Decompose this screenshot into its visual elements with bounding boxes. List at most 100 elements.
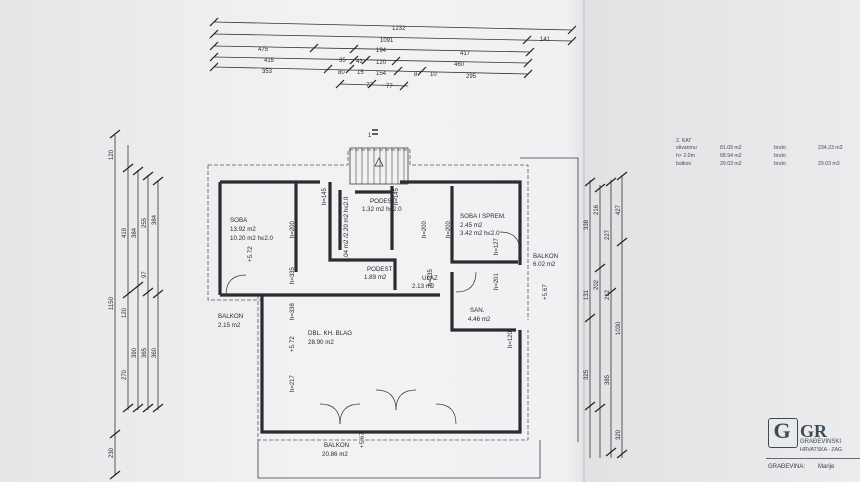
area-row-label: stivanmu	[676, 145, 697, 151]
logo-letter: G	[773, 418, 791, 443]
slab-outline	[207, 149, 579, 479]
dim-top-4b: 35	[339, 58, 346, 64]
dim-top-3b: 194	[376, 48, 387, 54]
room-podest1-name: PODEST	[370, 198, 396, 205]
room-balkon-right-area: 6.02 m2	[533, 261, 556, 268]
area-summary-table: 2. KAT stivanmu 81.09 m2 bruto 234.23 m3…	[676, 138, 846, 184]
right-dimension-lines	[584, 171, 628, 459]
height-1: h=200	[290, 220, 296, 238]
area-row-value2: 29.03 m3	[818, 161, 840, 167]
title-block-field-value: Marije	[818, 464, 835, 470]
room-soba-area1: 13.92 m2	[230, 226, 256, 233]
company-name: GR	[800, 421, 827, 441]
room-ulaz-name: ULAZ	[422, 275, 438, 282]
dim-top-4d: 120	[376, 60, 387, 66]
dim-left-c5-a: 384	[152, 214, 158, 225]
room-balkon-bottom-name: BALKON	[324, 442, 349, 449]
company-subtitle: GRAĐEVINSKI	[800, 439, 842, 445]
level-mark-3: +5.67	[542, 284, 549, 300]
staircase: 1	[349, 129, 409, 185]
company-address: HRVATSKA - ZAG	[800, 447, 843, 453]
section-marker: 1	[368, 133, 372, 139]
level-marks: +5.72 +5.72 +5.67 +5.67	[247, 246, 549, 448]
height-5: h=217	[290, 374, 296, 392]
dim-left-outer-a: 120	[109, 149, 115, 160]
level-mark-2: +5.72	[289, 336, 296, 352]
dim-left-c4-b: 97	[142, 271, 148, 278]
dim-left-outer-b: 1150	[109, 296, 115, 310]
dim-top-5c: 15	[357, 70, 364, 76]
dim-top-3a: 475	[258, 47, 269, 53]
height-11: h=120	[508, 330, 514, 348]
area-row-value: 68.94 m2	[720, 153, 742, 159]
area-table-row: h> 2.0m 68.94 m2 bruto	[676, 152, 846, 160]
dim-left-c5-b: 360	[152, 347, 158, 358]
dim-top-6a: 77	[366, 83, 373, 89]
dim-right-d3-a: 227	[605, 229, 611, 240]
room-podest2-name: PODEST	[367, 266, 393, 273]
height-2: h=145	[322, 187, 328, 205]
height-8: h=127	[494, 237, 500, 255]
dim-right-d1-c: 325	[584, 369, 590, 380]
height-labels: h=200 h=145 h=335 h=338 h=217 h=200 h=20…	[290, 187, 514, 392]
dim-top-5b: 80	[338, 70, 345, 76]
dim-left-c2-b: 120	[122, 307, 128, 318]
dim-right-d3-c: 385	[605, 374, 611, 385]
title-block-divider	[766, 458, 860, 459]
room-balkon-left-area: 2.15 m2	[218, 322, 241, 329]
room-podest2-area: 1.89 m2	[364, 274, 387, 281]
dim-right-d1-d: 216	[594, 204, 600, 215]
title-block-field-label: GRAĐEVINA:	[768, 464, 806, 470]
area-row-value2: 234.23 m3	[818, 145, 843, 151]
room-soba-name: SOBA	[230, 217, 248, 224]
height-10: h=201	[494, 272, 500, 290]
paper-fold	[583, 0, 585, 482]
dim-top-5f: 10	[430, 72, 437, 78]
dim-right-d3-b: 212	[605, 289, 611, 300]
door-arcs	[225, 231, 521, 425]
area-table-row: balkon 29.03 m2 bruto 29.03 m3	[676, 160, 846, 168]
area-row-label: h> 2.0m	[676, 153, 695, 159]
room-san-area: 4.46 m2	[468, 316, 491, 323]
company-logo: G GR GRAĐEVINSKI HRVATSKA - ZAG	[768, 418, 860, 464]
height-3: h=335	[290, 266, 296, 284]
dim-right-d2-c: 320	[616, 429, 622, 440]
dim-right-d2-b: 1030	[616, 321, 622, 335]
logo-frame	[768, 418, 798, 448]
room-dbl-area: 28.90 m2	[308, 339, 334, 346]
room-wc-area: 2.04 m2 /2.20 m2 h≤2.0	[343, 196, 350, 262]
room-balkon-bottom-area: 20.86 m2	[322, 451, 348, 458]
room-dbl-name: DBL. KH. BLAG	[308, 330, 352, 337]
dim-left-c4-c: 365	[142, 347, 148, 358]
dim-left-outer-c: 230	[109, 447, 115, 458]
height-12: h=145	[394, 187, 400, 205]
dim-top-1: 1232	[392, 26, 406, 32]
height-6: h=200	[422, 220, 428, 238]
area-row-value: 81.09 m2	[720, 145, 742, 151]
dim-left-c2-c: 270	[122, 369, 128, 380]
top-dimension-lines	[209, 17, 577, 91]
dim-left-c3-b: 390	[132, 347, 138, 358]
area-row-label2: bruto	[774, 161, 786, 167]
dim-top-5g: 295	[466, 74, 477, 80]
dim-top-2a: 1091	[380, 38, 394, 44]
room-soba2-name: SOBA I SPREM.	[460, 213, 506, 220]
dim-top-6b: 77	[386, 84, 393, 90]
dim-right-d1-e: 202	[594, 279, 600, 290]
level-mark-4: +5.67	[359, 432, 366, 448]
level-mark-1: +5.72	[247, 246, 254, 262]
area-row-label2: bruto	[774, 153, 786, 159]
room-san-name: SAN.	[470, 307, 485, 314]
area-row-value: 29.03 m2	[720, 161, 742, 167]
dim-left-c4-a: 255	[142, 217, 148, 228]
dim-top-5e: 87	[414, 72, 421, 78]
dim-right-d1-a: 338	[584, 219, 590, 230]
height-4: h=338	[290, 302, 296, 320]
area-table-title: 2. KAT	[676, 138, 692, 144]
dim-top-4c: 41	[356, 59, 363, 65]
dim-left-c3-a: 384	[132, 227, 138, 238]
dim-top-4a: 415	[264, 58, 275, 64]
dim-top-3c: 417	[460, 51, 471, 57]
